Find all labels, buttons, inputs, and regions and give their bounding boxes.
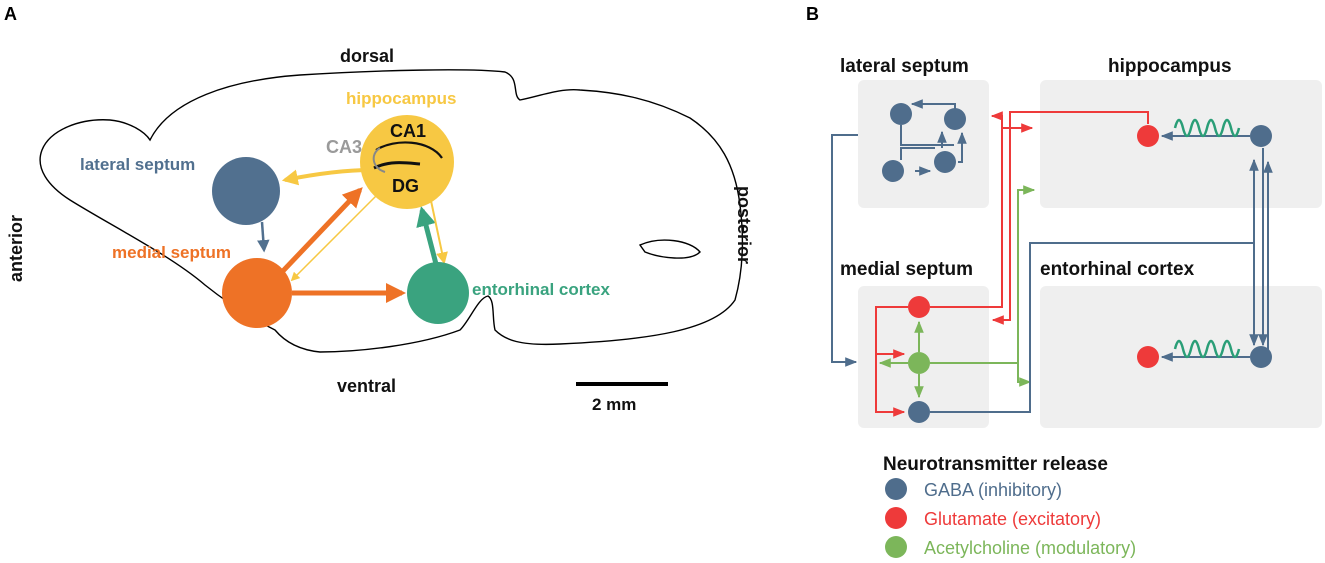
ms-glutamate-local xyxy=(875,306,908,417)
legend-glutamate-label: Glutamate (excitatory) xyxy=(924,509,1101,529)
ec-glutamate-neuron xyxy=(1137,346,1159,368)
brain-outline xyxy=(39,69,744,353)
legend-gaba-dot xyxy=(885,478,907,500)
legend-title: Neurotransmitter release xyxy=(883,454,1108,475)
label-ca1: CA1 xyxy=(390,121,426,141)
hippo-oscillation xyxy=(1173,118,1241,138)
ms-gaba-projection xyxy=(930,148,1273,413)
ms-glutamate-neuron xyxy=(908,296,930,318)
ms-acetylcholine-local xyxy=(878,320,924,399)
panel-b-letter: B xyxy=(806,4,819,24)
hippocampus-ca-curve xyxy=(375,141,443,159)
label-lateral-septum-a: lateral septum xyxy=(80,155,195,174)
label-anterior: anterior xyxy=(6,215,26,282)
hippocampus-ca3-curve xyxy=(372,147,386,173)
panel-a-letter: A xyxy=(4,4,17,24)
ls-neuron-4 xyxy=(934,151,956,173)
ms-acetylcholine-projection xyxy=(930,185,1036,387)
box-hippocampus xyxy=(1040,80,1322,208)
label-posterior: posterior xyxy=(734,186,754,264)
hippocampus-dg-curve xyxy=(373,161,421,170)
ms-gaba-neuron xyxy=(908,401,930,423)
ls-to-ms-projection xyxy=(831,134,858,367)
ls-neuron-2 xyxy=(944,108,966,130)
node-medial-septum xyxy=(222,258,292,328)
hippo-gaba-neuron xyxy=(1250,125,1272,147)
arrow-lateral-to-medial-septum xyxy=(257,221,270,253)
label-dg: DG xyxy=(392,176,419,196)
legend-gaba-label: GABA (inhibitory) xyxy=(924,480,1062,500)
label-ca3: CA3 xyxy=(326,137,362,157)
label-hippocampus-b: hippocampus xyxy=(1108,56,1232,77)
label-lateral-septum-b: lateral septum xyxy=(840,56,969,77)
ms-glutamate-projection xyxy=(930,111,1149,325)
label-dorsal: dorsal xyxy=(340,46,394,66)
arrow-hippocampus-to-lateral-septum xyxy=(281,168,373,186)
label-entorhinal-cortex-a: entorhinal cortex xyxy=(472,280,610,299)
arrow-hippocampus-to-medial-septum xyxy=(290,195,377,282)
label-medial-septum-a: medial septum xyxy=(112,243,231,262)
legend-glutamate-dot xyxy=(885,507,907,529)
node-lateral-septum xyxy=(212,157,280,225)
arrow-hippocampus-to-entorhinal xyxy=(429,195,448,265)
scale-bar-label: 2 mm xyxy=(592,395,636,414)
label-medial-septum-b: medial septum xyxy=(840,259,973,280)
legend-acetylcholine-label: Acetylcholine (modulatory) xyxy=(924,538,1136,558)
ms-acetylcholine-neuron xyxy=(908,352,930,374)
arrow-medial-septum-to-hippocampus xyxy=(280,187,363,274)
node-entorhinal-cortex xyxy=(407,262,469,324)
ls-neuron-1 xyxy=(890,103,912,125)
label-hippocampus-a: hippocampus xyxy=(346,89,457,108)
ls-neuron-3 xyxy=(882,160,904,182)
legend-acetylcholine-dot xyxy=(885,536,907,558)
ec-gaba-neuron xyxy=(1250,346,1272,368)
label-entorhinal-cortex-b: entorhinal cortex xyxy=(1040,259,1195,280)
label-ventral: ventral xyxy=(337,376,396,396)
arrow-entorhinal-to-hippocampus xyxy=(416,206,439,265)
hippo-glutamate-neuron xyxy=(1137,125,1159,147)
cerebellum-notch xyxy=(638,239,701,259)
ec-oscillation xyxy=(1173,339,1241,359)
